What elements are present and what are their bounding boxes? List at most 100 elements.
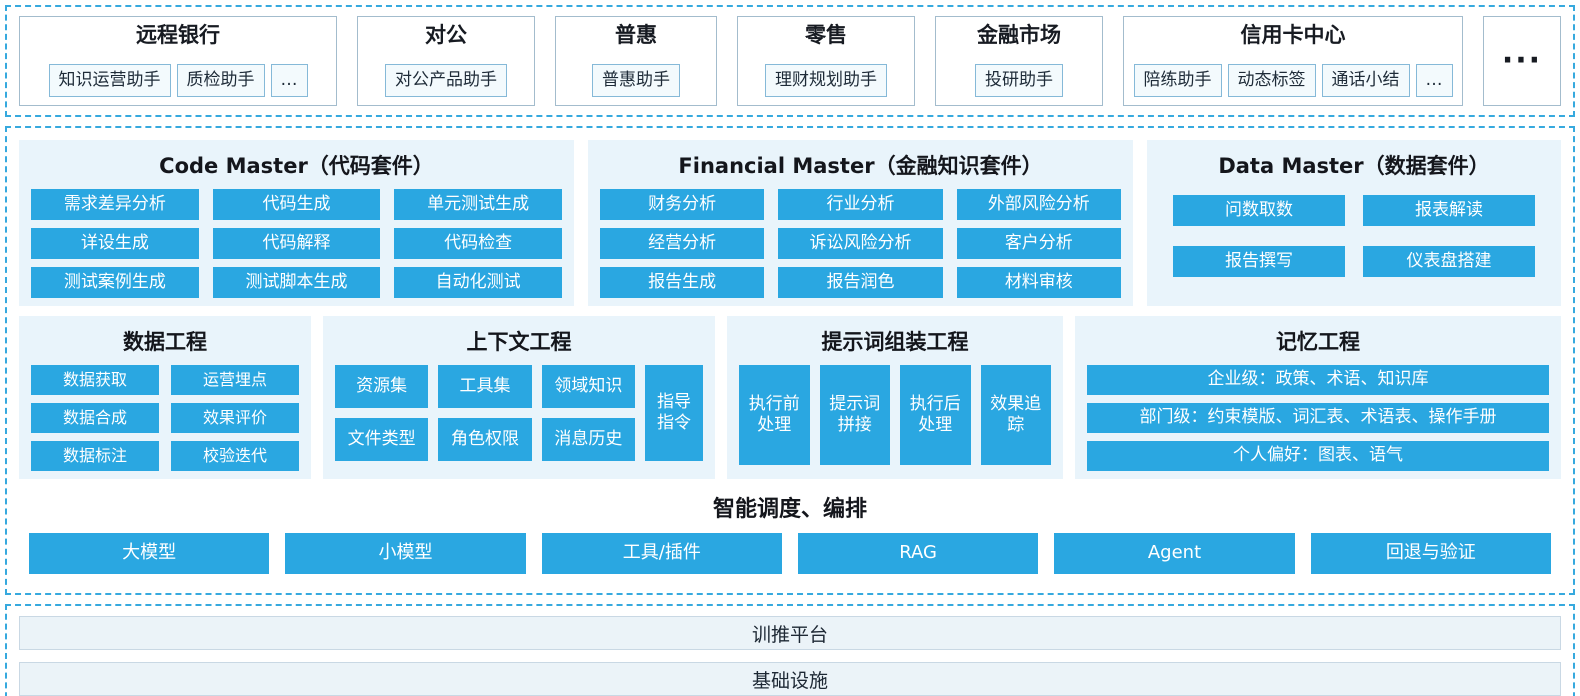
suite-panel-data-master: Data Master（数据套件） 问数取数 报表解读 报告撰写 仪表盘搭建 <box>1147 140 1561 306</box>
capability-button: 执行后 处理 <box>900 365 971 465</box>
capability-button: 客户分析 <box>956 228 1121 259</box>
assistant-chip: 动态标签 <box>1227 64 1316 97</box>
capability-button: Agent <box>1054 533 1295 574</box>
capability-button: 领域知识 <box>541 365 635 408</box>
panel-data-engineering: 数据工程 数据获取 运营埋点 数据合成 效果评价 数据标注 校验迭代 <box>19 316 311 479</box>
capability-button: 诉讼风险分析 <box>778 228 943 259</box>
chip-row: 理财规划助手 <box>746 64 906 97</box>
capability-button: 企业级：政策、术语、知识库 <box>1087 365 1549 395</box>
capability-button: 详设生成 <box>31 228 199 259</box>
chip-row: 投研助手 <box>944 64 1094 97</box>
assistant-chip: 质检助手 <box>176 64 265 97</box>
engineering-grid: 企业级：政策、术语、知识库 部门级：约束模版、词汇表、术语表、操作手册 个人偏好… <box>1087 365 1549 471</box>
ellipsis-label: ··· <box>1501 42 1543 78</box>
capability-button: 小模型 <box>285 533 526 574</box>
unit-title: 对公 <box>425 23 467 47</box>
chip-row: 对公产品助手 <box>366 64 526 97</box>
chip-row: 普惠助手 <box>564 64 708 97</box>
assistant-chip: 普惠助手 <box>592 64 680 97</box>
capabilities-band: Code Master（代码套件） 需求差异分析 代码生成 单元测试生成 详设生… <box>5 126 1575 595</box>
assistant-chip-ellipsis: … <box>270 64 308 97</box>
capability-button: 执行前 处理 <box>739 365 810 465</box>
capability-button: 数据获取 <box>31 365 159 395</box>
capability-button: 测试脚本生成 <box>212 267 381 298</box>
capability-button: 外部风险分析 <box>956 189 1121 220</box>
capability-button: 校验迭代 <box>171 441 299 471</box>
capability-button: 报告润色 <box>778 267 943 298</box>
capability-button: 自动化测试 <box>394 267 562 298</box>
assistant-chip: 投研助手 <box>975 64 1063 97</box>
chip-row: 陪练助手 动态标签 通话小结 … <box>1132 64 1454 97</box>
capability-button: 代码解释 <box>212 228 381 259</box>
panel-title: 数据工程 <box>123 330 207 354</box>
unit-title: 普惠 <box>615 23 657 47</box>
suite-grid: 财务分析 行业分析 外部风险分析 经营分析 诉讼风险分析 客户分析 报告生成 报… <box>600 189 1121 298</box>
business-unit-credit-card: 信用卡中心 陪练助手 动态标签 通话小结 … <box>1123 16 1463 106</box>
panel-context-engineering: 上下文工程 资源集 工具集 领域知识 指导 指令 文件类型 角色权限 消息历史 <box>323 316 715 479</box>
capability-button: 指导 指令 <box>645 365 703 461</box>
engineering-grid: 执行前 处理 提示词 拼接 执行后 处理 效果追 踪 <box>739 365 1051 465</box>
business-unit-remote-banking: 远程银行 知识运营助手 质检助手 … <box>19 16 337 106</box>
capability-button: 文件类型 <box>335 418 429 461</box>
unit-title: 远程银行 <box>136 23 220 47</box>
capability-button: 问数取数 <box>1173 195 1345 226</box>
panel-prompt-assembly-engineering: 提示词组装工程 执行前 处理 提示词 拼接 执行后 处理 效果追 踪 <box>727 316 1063 479</box>
assistant-chip-ellipsis: … <box>1415 64 1453 97</box>
business-unit-corporate: 对公 对公产品助手 <box>357 16 535 106</box>
suite-panel-financial-master: Financial Master（金融知识套件） 财务分析 行业分析 外部风险分… <box>588 140 1133 306</box>
infrastructure-bar: 基础设施 <box>19 662 1561 696</box>
assistant-chip: 对公产品助手 <box>385 64 507 97</box>
capability-button: 报表解读 <box>1363 195 1535 226</box>
unit-title: 零售 <box>805 23 847 47</box>
capability-button: 经营分析 <box>600 228 765 259</box>
capability-button: 财务分析 <box>600 189 765 220</box>
capability-button: 报告撰写 <box>1173 246 1345 277</box>
capability-button: 行业分析 <box>778 189 943 220</box>
capability-button: RAG <box>797 533 1039 574</box>
capability-button: 部门级：约束模版、词汇表、术语表、操作手册 <box>1087 403 1549 433</box>
suite-row: Code Master（代码套件） 需求差异分析 代码生成 单元测试生成 详设生… <box>19 140 1561 306</box>
capability-button: 仪表盘搭建 <box>1363 246 1535 277</box>
business-unit-financial-markets: 金融市场 投研助手 <box>935 16 1103 106</box>
chip-row: 知识运营助手 质检助手 … <box>28 64 328 97</box>
capability-button: 需求差异分析 <box>31 189 199 220</box>
capability-button: 效果评价 <box>171 403 299 433</box>
capability-button: 工具集 <box>438 365 532 408</box>
engineering-row: 数据工程 数据获取 运营埋点 数据合成 效果评价 数据标注 校验迭代 上下文工程… <box>19 316 1561 479</box>
capability-button: 运营埋点 <box>171 365 299 395</box>
capability-button: 单元测试生成 <box>394 189 562 220</box>
panel-title: 提示词组装工程 <box>821 330 969 354</box>
assistant-chip: 知识运营助手 <box>48 64 171 97</box>
orchestration-grid: 大模型 小模型 工具/插件 RAG Agent 回退与验证 <box>21 533 1559 574</box>
engineering-grid: 数据获取 运营埋点 数据合成 效果评价 数据标注 校验迭代 <box>31 365 299 471</box>
suite-title: Financial Master（金融知识套件） <box>678 154 1043 178</box>
capability-button: 大模型 <box>29 533 270 574</box>
assistant-chip: 通话小结 <box>1321 64 1410 97</box>
capability-button: 工具/插件 <box>541 533 782 574</box>
unit-title: 信用卡中心 <box>1240 23 1346 47</box>
capability-button: 提示词 拼接 <box>819 365 890 465</box>
capability-button: 报告生成 <box>600 267 765 298</box>
orchestration-section: 智能调度、编排 大模型 小模型 工具/插件 RAG Agent 回退与验证 <box>19 489 1561 581</box>
more-units-box: ··· <box>1483 16 1561 106</box>
capability-button: 个人偏好：图表、语气 <box>1087 441 1549 471</box>
capability-button: 消息历史 <box>541 418 635 461</box>
capability-button: 代码生成 <box>212 189 381 220</box>
capability-button: 资源集 <box>335 365 429 408</box>
capability-button: 代码检查 <box>394 228 562 259</box>
orchestration-title: 智能调度、编排 <box>712 497 867 522</box>
capability-button: 测试案例生成 <box>31 267 199 298</box>
business-units-band: 远程银行 知识运营助手 质检助手 … 对公 对公产品助手 普惠 普惠助手 零售 … <box>5 5 1575 117</box>
panel-title: 上下文工程 <box>466 330 572 354</box>
training-inference-platform-bar: 训推平台 <box>19 616 1561 650</box>
business-unit-retail: 零售 理财规划助手 <box>737 16 915 106</box>
capability-button: 角色权限 <box>438 418 532 461</box>
suite-grid: 需求差异分析 代码生成 单元测试生成 详设生成 代码解释 代码检查 测试案例生成… <box>31 189 562 298</box>
capability-button: 回退与验证 <box>1310 533 1551 574</box>
suite-title: Code Master（代码套件） <box>159 154 434 178</box>
assistant-chip: 理财规划助手 <box>765 64 887 97</box>
panel-memory-engineering: 记忆工程 企业级：政策、术语、知识库 部门级：约束模版、词汇表、术语表、操作手册… <box>1075 316 1561 479</box>
unit-title: 金融市场 <box>977 23 1061 47</box>
capability-button: 材料审核 <box>956 267 1121 298</box>
